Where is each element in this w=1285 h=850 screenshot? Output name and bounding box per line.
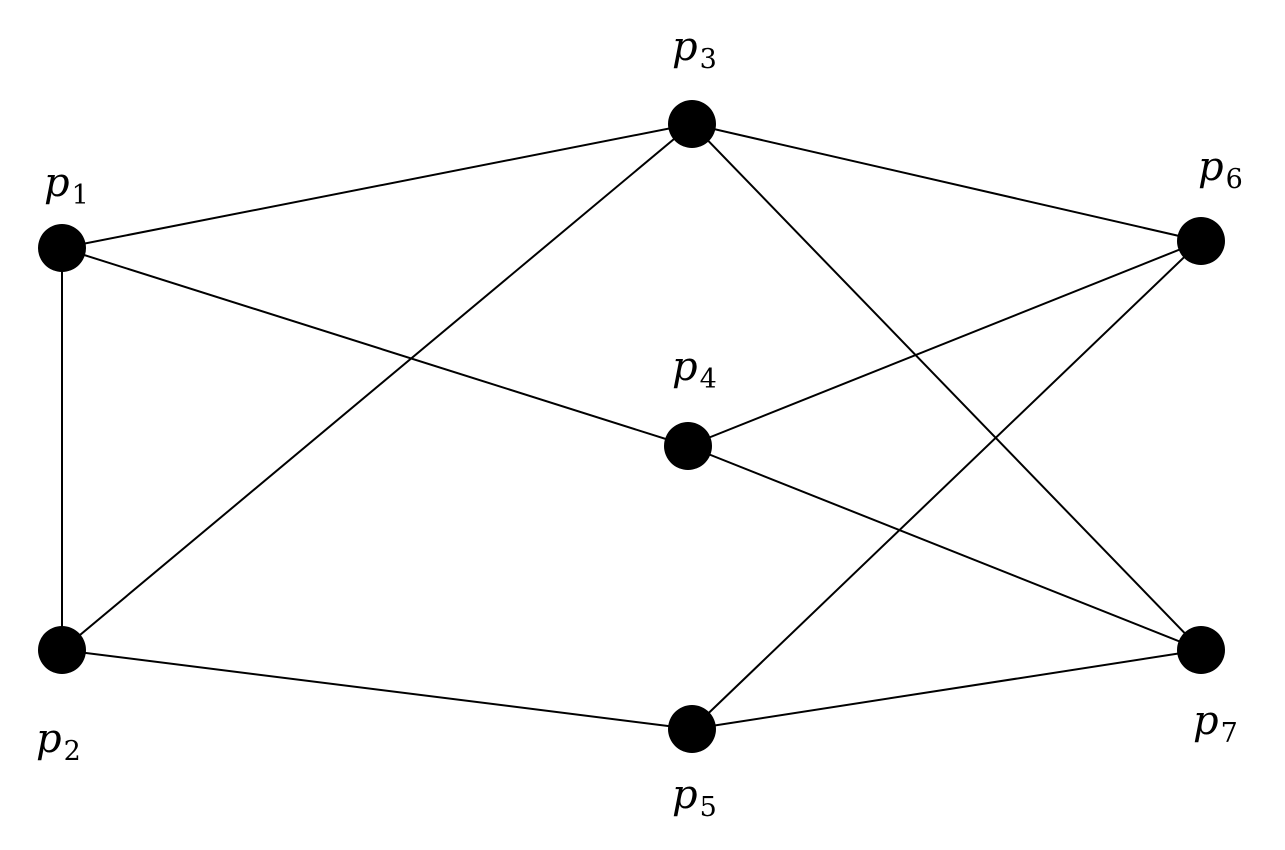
node-label-base-p3: p xyxy=(672,24,698,70)
node-label-p2: p2 xyxy=(36,716,81,767)
node-p1 xyxy=(38,224,86,272)
node-label-p7: p7 xyxy=(1193,698,1238,749)
node-label-p5: p5 xyxy=(672,772,717,823)
node-label-sub-p7: 7 xyxy=(1221,718,1238,749)
node-label-sub-p3: 3 xyxy=(700,44,717,75)
node-label-p3: p3 xyxy=(672,24,717,75)
node-label-sub-p6: 6 xyxy=(1226,164,1243,195)
node-label-sub-p4: 4 xyxy=(700,364,717,395)
edge-p4-p6 xyxy=(687,240,1202,447)
edge-p5-p6 xyxy=(691,240,1202,730)
node-label-p6: p6 xyxy=(1198,144,1243,195)
node-label-p4: p4 xyxy=(672,344,717,395)
edges-layer xyxy=(61,123,1202,730)
node-label-sub-p2: 2 xyxy=(64,736,81,767)
edge-p2-p3 xyxy=(61,123,693,651)
node-p5 xyxy=(668,705,716,753)
edge-p1-p3 xyxy=(61,123,693,249)
edge-p5-p7 xyxy=(691,649,1202,730)
node-label-sub-p5: 5 xyxy=(700,792,717,823)
node-p3 xyxy=(668,100,716,148)
node-label-base-p5: p xyxy=(672,772,698,818)
nodes-layer xyxy=(38,100,1225,753)
node-p4 xyxy=(664,422,712,470)
node-label-base-p7: p xyxy=(1193,698,1219,744)
node-p6 xyxy=(1177,217,1225,265)
node-p7 xyxy=(1177,626,1225,674)
edge-p3-p6 xyxy=(691,123,1202,242)
edge-p3-p7 xyxy=(691,123,1202,651)
node-label-p1: p1 xyxy=(44,160,89,211)
node-label-base-p1: p xyxy=(44,160,70,206)
node-p2 xyxy=(38,626,86,674)
edge-p1-p4 xyxy=(61,247,689,447)
edge-p4-p7 xyxy=(687,445,1202,651)
node-label-base-p2: p xyxy=(36,716,62,762)
edge-p2-p5 xyxy=(61,649,693,730)
node-label-base-p6: p xyxy=(1198,144,1224,190)
node-label-base-p4: p xyxy=(672,344,698,390)
node-label-sub-p1: 1 xyxy=(72,180,89,211)
